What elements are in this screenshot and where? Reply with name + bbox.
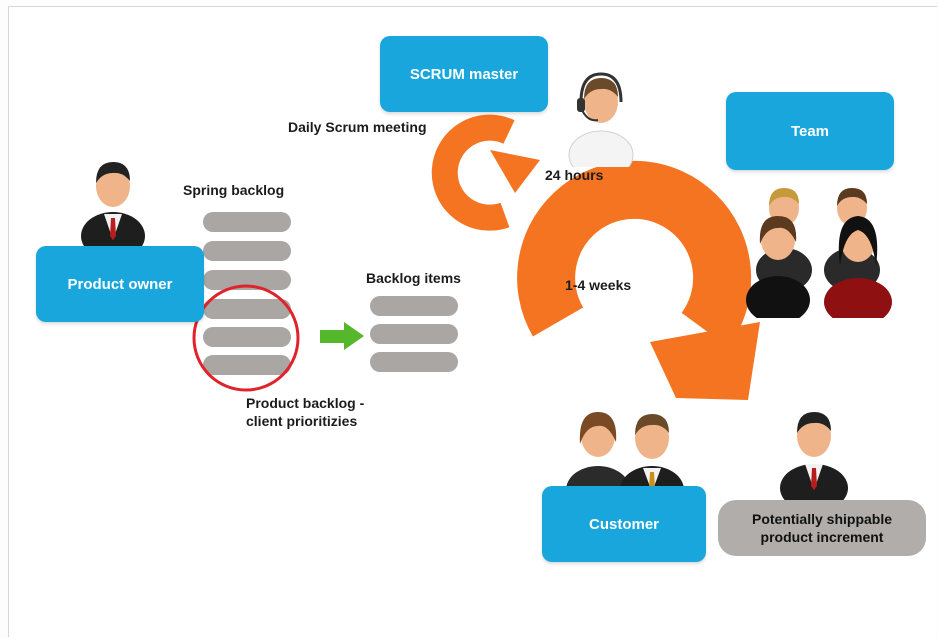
backlog-bar	[203, 355, 291, 375]
highlight-circle	[192, 284, 300, 392]
sprint-cycle-arrowhead	[650, 322, 760, 400]
sprint-cycle-arrow	[517, 160, 752, 348]
backlog-item-bar	[370, 324, 458, 344]
customer-box: Customer	[542, 486, 706, 562]
backlog-bar	[203, 212, 291, 232]
weeks-label: 1-4 weeks	[565, 277, 632, 293]
daily-cycle-arrow	[431, 114, 515, 231]
spring-backlog-bars	[203, 212, 291, 375]
person-icon	[780, 412, 848, 500]
product-backlog-label-line2: client prioritizies	[246, 413, 358, 429]
backlog-item-bar	[370, 296, 458, 316]
daily-meeting-label: Daily Scrum meeting	[288, 119, 427, 135]
backlog-bar	[203, 270, 291, 290]
product-owner-box: Product owner	[36, 246, 204, 322]
product-increment-box: Potentially shippable product increment	[718, 500, 926, 556]
team-group-icon	[746, 188, 892, 318]
backlog-item-bar	[370, 352, 458, 372]
hours-label: 24 hours	[545, 167, 604, 183]
backlog-bar	[203, 241, 291, 261]
headset-person-icon	[568, 72, 634, 167]
increment-line2: product increment	[760, 529, 884, 545]
product-backlog-label-line1: Product backlog -	[246, 395, 365, 411]
backlog-bar	[203, 327, 291, 347]
scrum-master-box: SCRUM master	[380, 36, 548, 112]
team-box: Team	[726, 92, 894, 170]
green-arrow-icon	[320, 322, 364, 350]
daily-cycle-arrowhead	[490, 150, 540, 193]
sprint-backlog-label: Spring backlog	[183, 182, 285, 198]
increment-line1: Potentially shippable	[751, 511, 893, 527]
person-icon	[81, 162, 145, 248]
backlog-items-bars	[370, 296, 458, 372]
backlog-items-label: Backlog items	[366, 270, 461, 286]
backlog-bar	[203, 299, 291, 319]
customer-group-icon	[566, 412, 684, 500]
